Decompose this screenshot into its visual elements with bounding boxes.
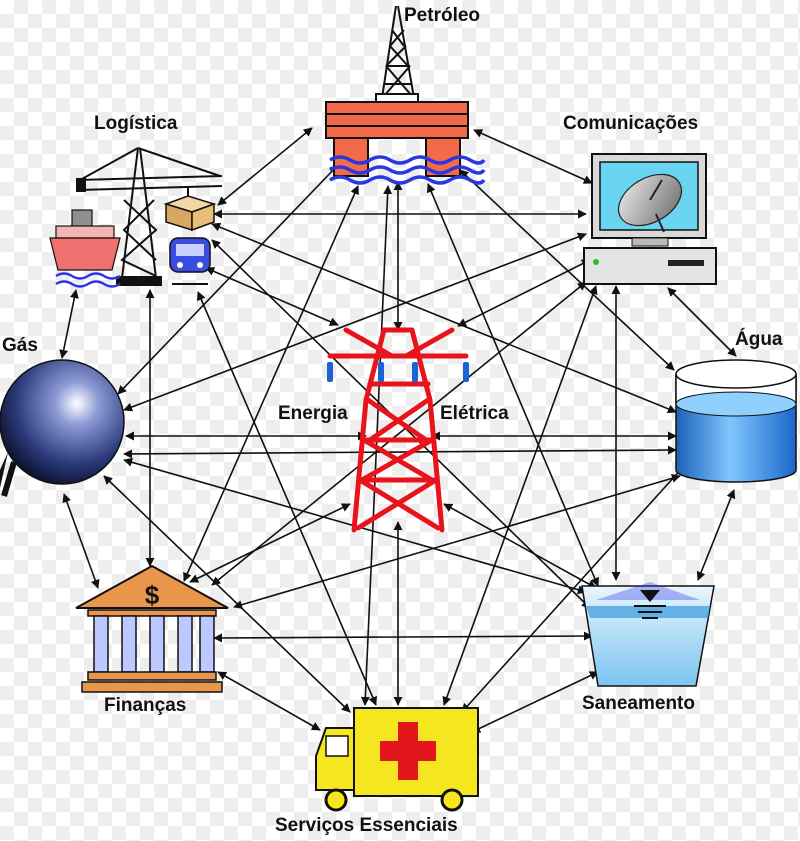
arrow-comunicacoes-financas [211,281,587,586]
dollar-symbol: $ [145,580,160,610]
arrow-financas-servicos [217,671,321,731]
arrow-comunicacoes-energia [457,259,591,327]
label-energia: Energia [278,403,348,424]
power-tower-icon [327,327,469,533]
oil-platform-icon [325,5,486,185]
insulator-icons [327,362,469,382]
arrow-gas-agua [123,445,677,459]
ambulance-truck-icon [315,707,479,812]
computer-satellite-icon [583,153,717,285]
gas-sphere-icon [0,359,125,497]
arrow-energia-financas [189,503,351,583]
label-financas: Finanças [104,695,187,716]
water-tank-icon [675,359,797,483]
label-servicos-essenciais: Serviços Essenciais [275,815,458,836]
label-agua: Água [735,329,783,350]
arrow-saneamento-servicos [471,671,599,733]
label-comunicacoes: Comunicações [563,113,699,134]
label-petroleo: Petróleo [404,5,481,26]
label-saneamento: Saneamento [582,693,695,714]
sanitation-basin-icon [581,582,715,687]
label-gas: Gás [2,335,38,356]
arrow-agua-servicos [461,465,685,713]
arrow-gas-financas [62,493,100,589]
arrow-comunicacoes-agua [667,287,737,357]
bank-icon: $ [75,564,229,693]
arrow-financas-saneamento [213,631,593,643]
arrow-logistica-gas [59,289,79,359]
logistics-icon [49,147,223,288]
arrow-agua-saneamento [696,489,736,581]
arrow-petroleo-logistica [217,127,313,206]
arrow-energia-saneamento [443,503,597,589]
label-logistica: Logística [94,113,178,134]
label-eletrica: Elétrica [440,403,509,424]
arrow-petroleo-comunicacoes [473,129,593,184]
